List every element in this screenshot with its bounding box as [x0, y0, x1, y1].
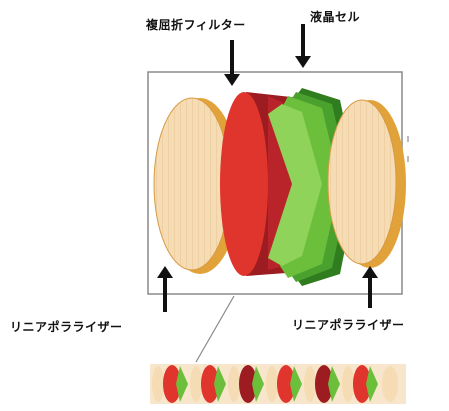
strip-unit — [266, 365, 302, 403]
label-linear-polarizer-left: リニアポラライザー — [10, 320, 123, 334]
linear-polarizer-right — [327, 99, 406, 268]
arrow-birefringent-filter — [224, 40, 240, 86]
strip-unit — [152, 365, 188, 403]
strip-unit — [382, 366, 398, 402]
strip-unit — [190, 365, 226, 403]
connector-line — [195, 295, 235, 363]
arrow-liquid-crystal-cell — [295, 24, 311, 68]
label-liquid-crystal-cell: 液晶セル — [310, 10, 361, 24]
strip-unit — [304, 365, 340, 403]
arrow-linear-polarizer-left — [157, 266, 173, 312]
strip-unit — [342, 365, 378, 403]
stacked-strip — [150, 364, 406, 404]
label-birefringent-filter: 複屈折フィルター — [146, 18, 246, 32]
label-linear-polarizer-right: リニアポラライザー — [292, 318, 405, 332]
arrow-linear-polarizer-right — [362, 266, 378, 308]
strip-unit — [228, 365, 264, 403]
